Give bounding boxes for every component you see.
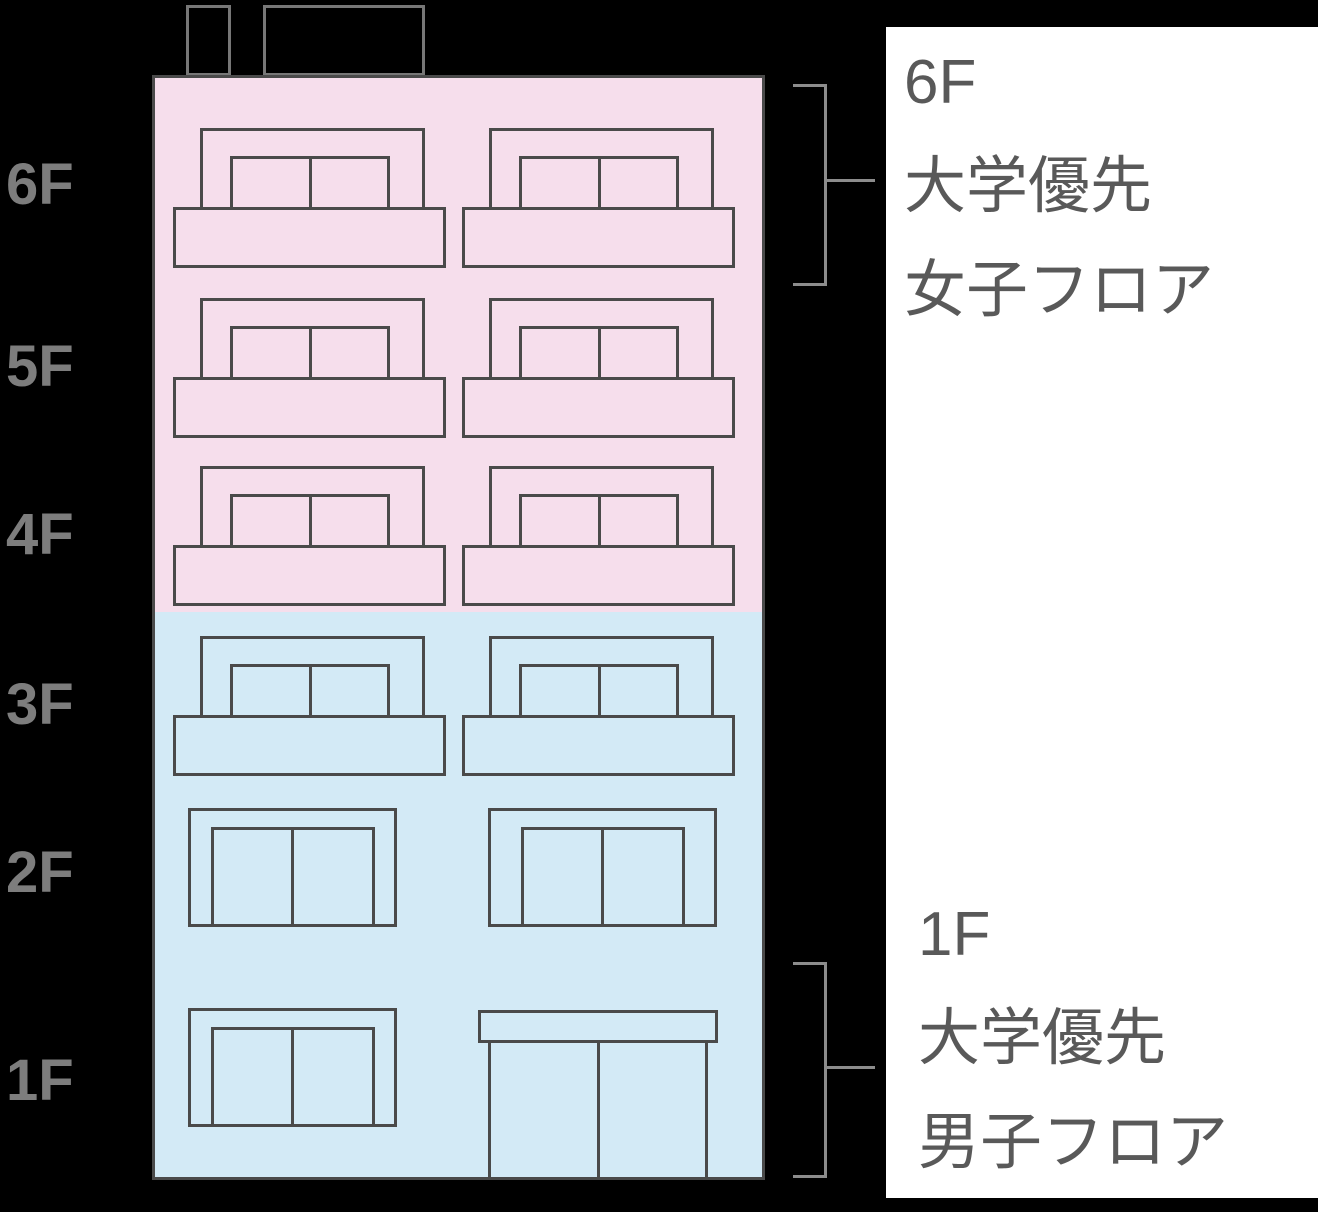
window-panes	[210, 827, 375, 924]
legend-women-floor-type: 女子フロア	[904, 256, 1215, 325]
window-panes	[230, 664, 390, 718]
legend-men-floor: 1F 大学優先 男子フロア	[918, 883, 1228, 1195]
window-panes	[519, 494, 679, 548]
women-floors-section	[155, 78, 762, 612]
bracket-women-floors	[793, 84, 827, 286]
legend-women-floor: 6F 大学優先 女子フロア	[904, 31, 1214, 343]
building	[152, 75, 765, 1180]
window-panes	[520, 827, 685, 924]
balcony-window-4f-left	[173, 466, 446, 606]
window-panes	[519, 326, 679, 380]
window-panes	[230, 326, 390, 380]
legend-men-floor-type: 男子フロア	[918, 1108, 1229, 1177]
door-panels	[488, 1040, 708, 1180]
balcony	[462, 715, 735, 776]
floor-label-4f: 4F	[6, 502, 74, 567]
roof-structure-large	[263, 5, 425, 76]
balcony-window-3f-right	[462, 636, 735, 776]
balcony	[462, 207, 735, 268]
floor-label-1f: 1F	[6, 1048, 74, 1113]
window-panes	[210, 1027, 375, 1124]
men-floors-section	[155, 612, 762, 1177]
balcony-window-6f-left	[173, 128, 446, 268]
bracket-pointer-women	[827, 179, 875, 182]
floor-label-5f: 5F	[6, 334, 74, 399]
balcony	[173, 207, 446, 268]
window-panes	[230, 156, 390, 210]
door-header	[478, 1010, 718, 1043]
window-1f-left	[188, 1008, 397, 1127]
balcony	[462, 377, 735, 438]
window-panes	[230, 494, 390, 548]
balcony-window-5f-right	[462, 298, 735, 438]
balcony	[462, 545, 735, 606]
balcony	[173, 377, 446, 438]
legend-men-priority: 大学優先	[918, 1004, 1167, 1073]
legend-women-priority: 大学優先	[904, 152, 1153, 221]
balcony	[173, 715, 446, 776]
roof-structure-small	[186, 5, 231, 76]
legend-women-floor-number: 6F	[904, 48, 977, 117]
window-panes	[519, 156, 679, 210]
window-2f-right	[488, 808, 717, 927]
balcony-window-6f-right	[462, 128, 735, 268]
balcony-window-3f-left	[173, 636, 446, 776]
window-2f-left	[188, 808, 397, 927]
bracket-pointer-men	[827, 1066, 875, 1069]
entrance-door	[478, 1010, 718, 1180]
window-panes	[519, 664, 679, 718]
floor-label-3f: 3F	[6, 672, 74, 737]
balcony	[173, 545, 446, 606]
bracket-men-floors	[793, 962, 827, 1178]
legend-panel: 6F 大学優先 女子フロア 1F 大学優先 男子フロア	[886, 27, 1318, 1198]
floor-label-2f: 2F	[6, 840, 74, 905]
balcony-window-5f-left	[173, 298, 446, 438]
balcony-window-4f-right	[462, 466, 735, 606]
legend-men-floor-number: 1F	[918, 900, 991, 969]
floor-label-6f: 6F	[6, 152, 74, 217]
